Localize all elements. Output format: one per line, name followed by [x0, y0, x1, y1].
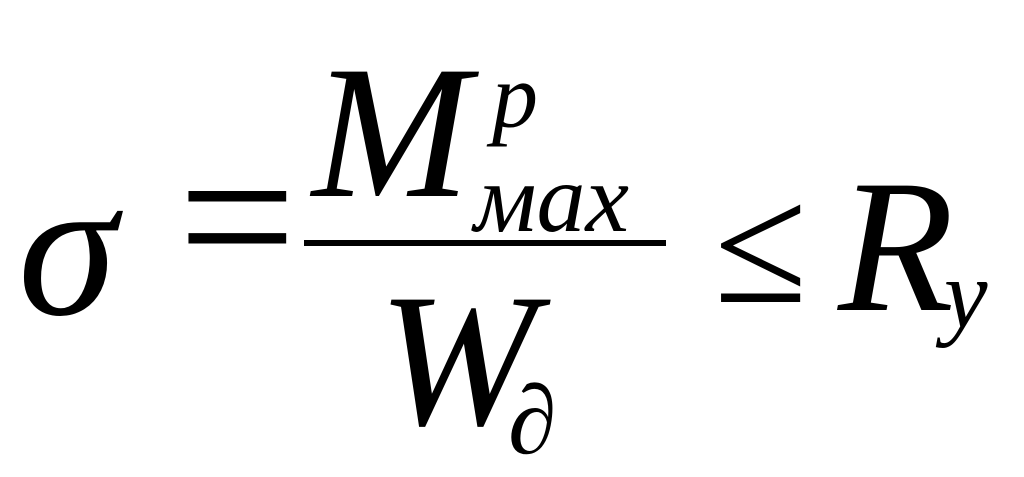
equals-sign: = [178, 101, 297, 333]
design-resistance-subscript: y [944, 241, 988, 349]
numerator-subscript: мах [474, 145, 630, 253]
sigma-symbol: σ [18, 137, 117, 358]
numerator-moment: M [312, 28, 471, 238]
less-or-equal-sign: ≤ [714, 151, 808, 339]
denominator-subscript: ∂ [508, 367, 557, 475]
numerator-superscript: p [492, 45, 538, 147]
denominator-modulus: W [378, 256, 537, 466]
design-resistance: R [838, 142, 955, 352]
fraction-bar [304, 240, 666, 246]
